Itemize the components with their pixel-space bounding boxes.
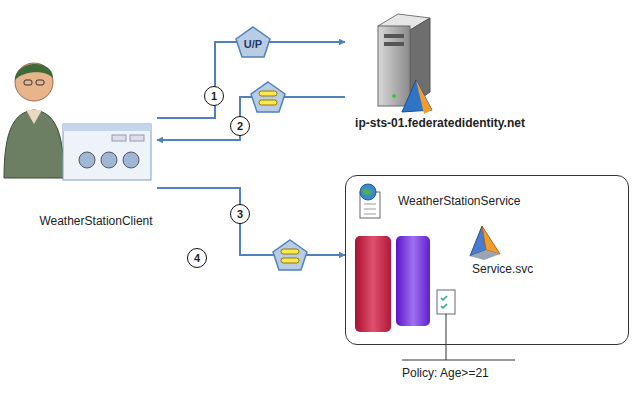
callout-number: 2 [230,116,250,136]
security-token [273,240,307,270]
node-subtitle: Service.svc [472,262,533,276]
client-node: WeatherStationClient [35,40,157,230]
user-icon [4,63,64,178]
node-title: WeatherStationService [398,194,521,208]
security-token [251,82,285,112]
callout-number: 1 [204,86,224,106]
node-title: WeatherStationClient [39,214,152,228]
flow-arrow [157,188,345,255]
callout-number: 4 [187,248,207,268]
node-title: ip-sts-01.federatedidentity.net [355,116,525,130]
service-host-box: WeatherStationServiceService.svc [345,175,629,345]
sts-node: ip-sts-01.federatedidentity.net [345,8,535,132]
policy-leader [402,314,515,360]
flow-arrow [157,97,345,140]
server-icon [378,14,432,114]
callout-number: 3 [230,204,250,224]
client-window [63,124,151,180]
policy-note: Policy: Age>=21 [402,366,489,380]
token-label: U/P [244,38,262,51]
credential-token [236,27,270,57]
